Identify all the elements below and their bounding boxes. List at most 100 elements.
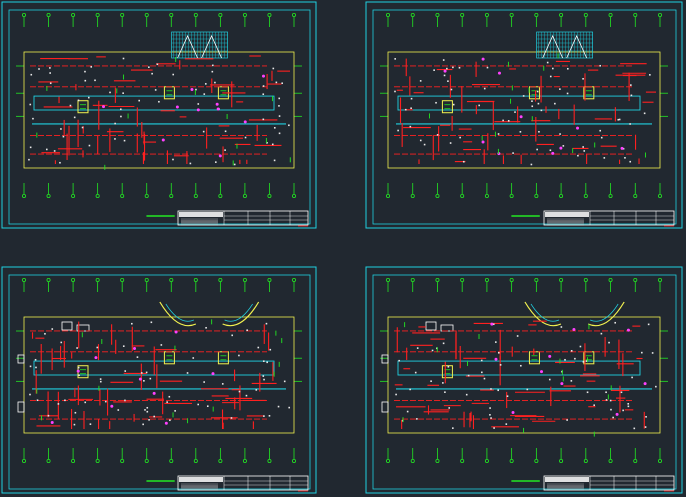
light-fixture	[275, 81, 278, 84]
title-block	[177, 210, 309, 226]
light-fixture	[458, 66, 461, 69]
light-fixture	[447, 365, 450, 368]
sheet-outer-frame	[1, 1, 317, 229]
light-fixture	[410, 107, 412, 110]
entrance-block	[425, 321, 437, 331]
axis-bubble	[95, 12, 100, 17]
light-fixture	[288, 406, 291, 409]
axis-bubble	[559, 458, 564, 463]
light-fixture	[540, 109, 543, 112]
light-fixture	[446, 67, 448, 70]
light-fixture	[582, 361, 585, 363]
light-fixture	[538, 130, 540, 133]
light-fixture	[436, 134, 439, 136]
light-fixture	[566, 419, 568, 421]
axis-bubble	[534, 458, 539, 463]
axis-bubble	[633, 12, 638, 17]
axis-bubble	[218, 458, 223, 463]
light-fixture	[489, 414, 491, 416]
light-fixture	[186, 372, 189, 374]
light-fixture	[452, 103, 455, 106]
light-fixture	[531, 100, 533, 102]
axis-bubble	[583, 277, 588, 282]
light-fixture	[497, 389, 500, 392]
light-fixture	[444, 391, 446, 393]
outlet-device	[497, 71, 501, 75]
light-fixture	[450, 88, 453, 91]
axis-bubble	[460, 277, 465, 282]
roof-hatch	[171, 31, 228, 59]
light-fixture	[281, 82, 283, 85]
roof-truss	[542, 35, 564, 59]
axis-bubble	[144, 12, 149, 17]
light-fixture	[489, 407, 491, 409]
axis-bubble	[120, 12, 125, 17]
light-fixture	[49, 82, 52, 85]
axis-bubble	[534, 193, 539, 198]
light-fixture	[567, 67, 569, 70]
floor-plan-outline	[23, 51, 295, 169]
light-fixture	[203, 93, 206, 95]
light-fixture	[490, 417, 492, 419]
light-fixture	[600, 332, 603, 335]
light-fixture	[151, 72, 153, 75]
outlet-device	[94, 356, 98, 360]
light-fixture	[262, 375, 265, 377]
light-fixture	[145, 371, 148, 374]
axis-bubble	[144, 458, 149, 463]
axis-bubble	[583, 193, 588, 198]
axis-bubble	[95, 193, 100, 198]
axis-bubble	[46, 277, 51, 282]
axis-bubble	[385, 12, 390, 17]
light-fixture	[263, 415, 265, 417]
axis-bubble	[169, 458, 174, 463]
light-fixture	[449, 142, 452, 144]
light-fixture	[265, 322, 268, 325]
light-fixture	[495, 341, 497, 343]
axis-bubble	[71, 12, 76, 17]
light-fixture	[28, 158, 30, 161]
light-fixture	[549, 75, 552, 78]
axis-bubble	[484, 458, 489, 463]
light-fixture	[74, 411, 77, 414]
light-fixture	[84, 70, 86, 73]
light-fixture	[612, 416, 614, 419]
light-fixture	[497, 351, 500, 354]
light-fixture	[169, 419, 171, 422]
outlet-device	[174, 330, 178, 334]
light-fixture	[431, 349, 434, 352]
light-fixture	[76, 347, 78, 349]
light-fixture	[32, 117, 34, 120]
light-fixture	[570, 350, 573, 352]
light-fixture	[649, 74, 651, 76]
light-fixture	[272, 67, 275, 70]
light-fixture	[143, 380, 145, 382]
light-fixture	[140, 372, 143, 374]
light-fixture	[288, 124, 290, 127]
light-fixture	[99, 380, 102, 383]
light-fixture	[109, 91, 111, 94]
sheet-inner-frame	[8, 9, 311, 225]
axis-bubble	[46, 12, 51, 17]
light-fixture	[416, 418, 418, 420]
light-fixture	[566, 92, 569, 95]
light-fixture	[81, 126, 84, 129]
light-fixture	[622, 409, 624, 412]
light-fixture	[586, 391, 589, 394]
light-fixture	[47, 414, 50, 417]
light-fixture	[160, 344, 163, 346]
outlet-device	[481, 140, 485, 144]
axis-bubble	[242, 12, 247, 17]
outlet-device	[490, 322, 494, 326]
light-fixture	[269, 348, 272, 351]
light-fixture	[465, 393, 468, 396]
light-fixture	[60, 341, 63, 344]
light-fixture	[600, 136, 603, 139]
light-fixture	[36, 399, 39, 402]
light-fixture	[394, 58, 396, 60]
outlet-device	[50, 421, 54, 424]
light-fixture	[78, 374, 80, 377]
light-fixture	[559, 133, 561, 135]
